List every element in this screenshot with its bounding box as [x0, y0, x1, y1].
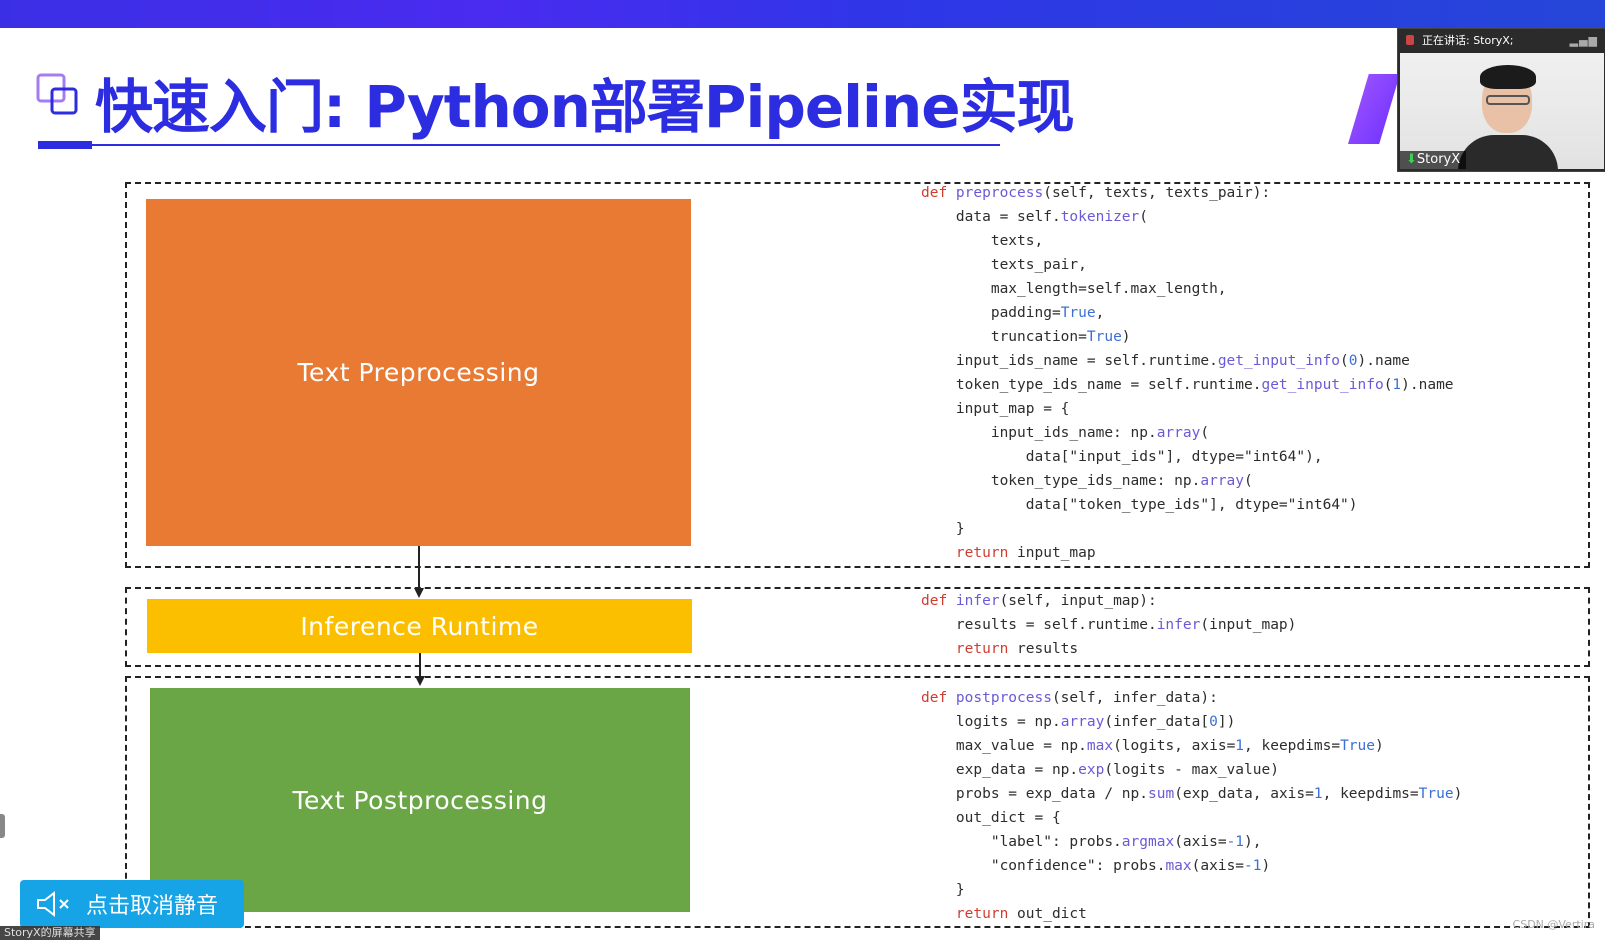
code-line: texts_pair,: [921, 257, 1087, 273]
code-line: input_map = {: [921, 401, 1070, 417]
person-glasses: [1486, 95, 1530, 105]
postprocess-code: def postprocess(self, infer_data): logit…: [921, 686, 1462, 926]
slide-title: 快速入门: Python部署Pipeline实现: [95, 73, 1075, 141]
code-line: input_ids_name = self.runtime.get_input_…: [921, 353, 1410, 369]
infer-code: def infer(self, input_map): results = se…: [921, 589, 1296, 661]
mic-on-icon: ⬇: [1406, 152, 1417, 167]
unmute-label: 点击取消静音: [86, 894, 219, 919]
title-underline-accent: [38, 141, 92, 149]
code-line: return out_dict: [921, 906, 1087, 922]
code-line: "confidence": probs.max(axis=-1): [990, 858, 1271, 874]
person-body: [1458, 135, 1558, 171]
code-line: data["token_type_ids"], dtype="int64"): [921, 497, 1358, 513]
code-line: data = self.tokenizer(: [921, 209, 1148, 225]
code-line: data["input_ids"], dtype="int64"),: [921, 449, 1323, 465]
code-line: def preprocess(self, texts, texts_pair):: [921, 185, 1271, 201]
title-underline: [38, 144, 1000, 146]
decorative-accent: [1348, 74, 1400, 144]
code-line: probs = exp_data / np.sum(exp_data, axis…: [921, 786, 1463, 802]
unmute-button[interactable]: 点击取消静音: [20, 880, 244, 928]
code-line: token_type_ids_name = self.runtime.get_i…: [921, 377, 1454, 393]
code-line: "label": probs.argmax(axis=-1),: [990, 834, 1262, 850]
side-collapse-handle[interactable]: [0, 814, 5, 838]
code-line: token_type_ids_name: np.array(: [921, 473, 1253, 489]
top-banner: [0, 0, 1605, 28]
preprocess-section: [125, 182, 1590, 568]
code-line: max_value = np.max(logits, axis=1, keepd…: [921, 738, 1384, 754]
preprocess-code: def preprocess(self, texts, texts_pair):…: [921, 181, 1454, 565]
person-hair: [1480, 65, 1536, 89]
text-postprocessing-block: Text Postprocessing: [150, 688, 690, 912]
watermark: CSDN @Vertira: [1512, 918, 1595, 931]
mic-icon: [1406, 35, 1414, 45]
code-line: return results: [921, 641, 1079, 657]
code-line: truncation=True): [921, 329, 1131, 345]
webcam-video: [1400, 53, 1604, 171]
speaker-muted-icon: [37, 890, 69, 918]
signal-icon: ▂▄▆: [1569, 33, 1598, 47]
speaking-status: 正在讲话: StoryX;: [1422, 34, 1514, 47]
flow-arrow-head: [414, 588, 424, 598]
speaker-webcam[interactable]: 正在讲话: StoryX; ▂▄▆ ⬇StoryX: [1397, 28, 1605, 172]
code-line: input_ids_name: np.array(: [921, 425, 1210, 441]
code-line: logits = np.array(infer_data[0]): [921, 714, 1236, 730]
text-preprocessing-block: Text Preprocessing: [146, 199, 691, 546]
postprocess-section: [125, 676, 1590, 928]
code-line: def postprocess(self, infer_data):: [921, 690, 1218, 706]
code-line: def infer(self, input_map):: [921, 593, 1157, 609]
inference-runtime-block: Inference Runtime: [147, 599, 692, 653]
flow-arrow-line: [418, 546, 420, 588]
code-line: }: [921, 882, 965, 898]
webcam-name-tag: ⬇StoryX: [1400, 151, 1467, 169]
code-line: }: [921, 521, 965, 537]
layers-icon: [36, 73, 78, 115]
code-line: padding=True,: [921, 305, 1105, 321]
code-line: max_length=self.max_length,: [921, 281, 1227, 297]
webcam-header: 正在讲话: StoryX; ▂▄▆: [1398, 29, 1605, 51]
code-line: out_dict = {: [921, 810, 1061, 826]
code-line: return input_map: [921, 545, 1096, 561]
screen-share-label: StoryX的屏幕共享: [0, 926, 100, 940]
flow-arrow-line: [419, 653, 421, 677]
code-line: results = self.runtime.infer(input_map): [921, 617, 1297, 633]
code-line: exp_data = np.exp(logits - max_value): [921, 762, 1279, 778]
flow-arrow-head: [415, 676, 425, 686]
inference-section: [125, 587, 1590, 667]
code-line: texts,: [921, 233, 1044, 249]
